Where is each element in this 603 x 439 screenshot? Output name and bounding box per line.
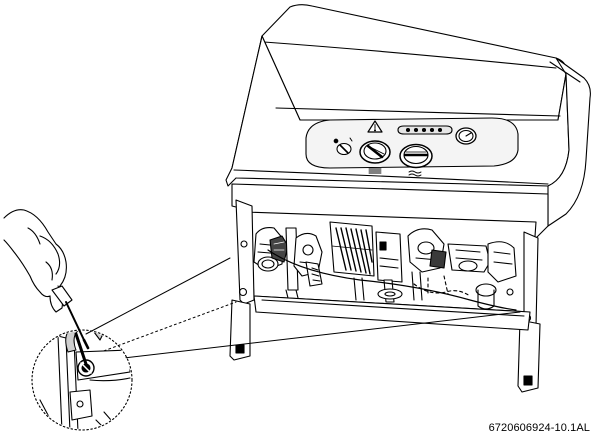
heat-exchanger-fins: [335, 227, 373, 275]
boiler-cover-right-side: [547, 57, 591, 227]
hand-with-screwdriver: [3, 209, 90, 350]
figure-reference-code: 6720606924-10.1AL: [488, 422, 590, 434]
right-pipe-union: [458, 260, 478, 272]
detail-lower-part: [69, 389, 93, 421]
hidden-lines: [413, 283, 471, 297]
detail-circle-outline: [31, 329, 133, 431]
diverter-body-dark: [429, 249, 447, 269]
boiler-cover-left-side: [225, 35, 263, 187]
right-mounting-leg: [517, 319, 541, 393]
screwdriver-tip: [82, 338, 90, 350]
lower-right-screw: [506, 288, 514, 296]
left-support-bracket: [235, 199, 255, 305]
detail-magnifier: [31, 329, 133, 431]
main-switch-knob: [333, 137, 353, 156]
hot-water-temperature-knob: [399, 143, 433, 177]
right-leg-slot: [523, 375, 533, 386]
warning-triangle-icon: [367, 120, 383, 133]
bottom-pipe-1: [285, 289, 299, 299]
bottom-pipe-2: [353, 277, 365, 301]
internal-components: [253, 221, 517, 311]
hand-finger-2: [45, 261, 53, 281]
callout-line-upper: [85, 257, 231, 335]
right-pipe-assembly: [447, 243, 491, 273]
boiler-face-seam: [275, 107, 561, 117]
pressure-gauge: [455, 127, 477, 145]
hand-outline: [3, 209, 67, 298]
callout-line-dotted: [89, 301, 237, 357]
bottom-plate-lip: [261, 299, 525, 317]
hand-finger-1: [39, 235, 61, 275]
left-bracket-screw-upper: [240, 240, 248, 248]
detail-screw: [77, 359, 95, 377]
right-vessel: [487, 241, 517, 283]
hand-knuckle: [27, 227, 41, 245]
screwdriver-handle: [51, 285, 73, 307]
bottom-pipe-3: [411, 271, 423, 301]
detail-screwdriver-shaft: [74, 332, 88, 366]
pump-head: [257, 256, 279, 272]
heating-temperature-knob: [359, 140, 391, 174]
control-cable: [267, 249, 517, 311]
left-leg-slot: [235, 344, 245, 354]
callout-line-lower: [123, 311, 521, 359]
boiler-cover-top: [261, 4, 567, 121]
boiler-cover-band: [263, 41, 557, 69]
boiler-unit: [225, 4, 591, 393]
pipe-left: [285, 227, 299, 291]
detail-cable: [89, 377, 131, 382]
lower-right-fitting: [475, 283, 497, 297]
detail-callout-lines: [85, 257, 521, 359]
display-badge: [397, 125, 453, 135]
central-manifold: [375, 231, 403, 283]
detail-bracket-edge: [65, 337, 71, 429]
boiler-face-seam-lower: [233, 169, 549, 185]
burner-nozzle: [377, 288, 403, 300]
bottom-plate: [253, 295, 531, 331]
screwdriver-shaft: [65, 301, 85, 341]
boiler-cover-right-edge: [549, 61, 581, 83]
left-bracket-screw: [238, 287, 248, 297]
